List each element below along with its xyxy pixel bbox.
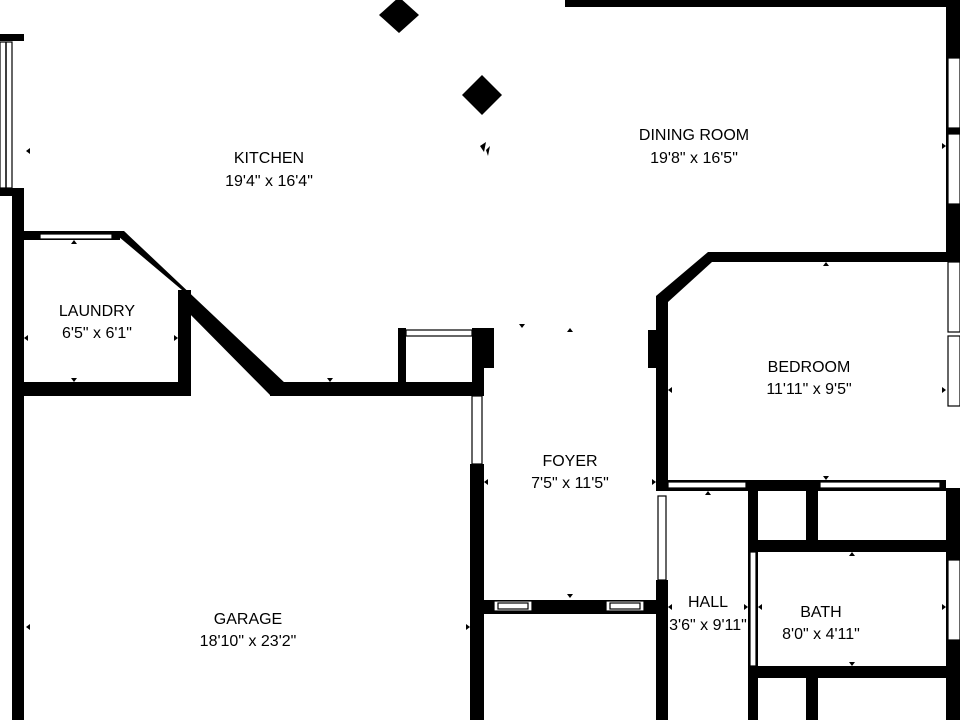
fixture-diamond [462,75,502,115]
windows [0,41,960,667]
bath-name: BATH [800,604,841,621]
dimension-ticks [24,143,946,666]
laundry-name: LAUNDRY [59,303,136,320]
dining-room-name: DINING ROOM [639,127,749,144]
dining-room-size: 19'8" x 16'5" [650,150,738,167]
hall-name: HALL [688,594,728,611]
foyer-name: FOYER [542,453,597,470]
hall-size: 3'6" x 9'11" [669,617,747,634]
bedroom-size: 11'11" x 9'5" [766,381,851,398]
foyer-size: 7'5" x 11'5" [531,475,609,492]
room-labels: KITCHEN 19'4" x 16'4" DINING ROOM 19'8" … [59,127,860,650]
fixture-diamond [379,0,419,33]
kitchen-fixtures [379,0,502,156]
bedroom-name: BEDROOM [768,359,851,376]
garage-name: GARAGE [214,611,282,628]
laundry-size: 6'5" x 6'1" [62,325,132,342]
garage-size: 18'10" x 23'2" [200,633,297,650]
kitchen-name: KITCHEN [234,150,304,167]
bath-size: 8'0" x 4'11" [782,626,860,643]
kitchen-size: 19'4" x 16'4" [225,173,313,190]
